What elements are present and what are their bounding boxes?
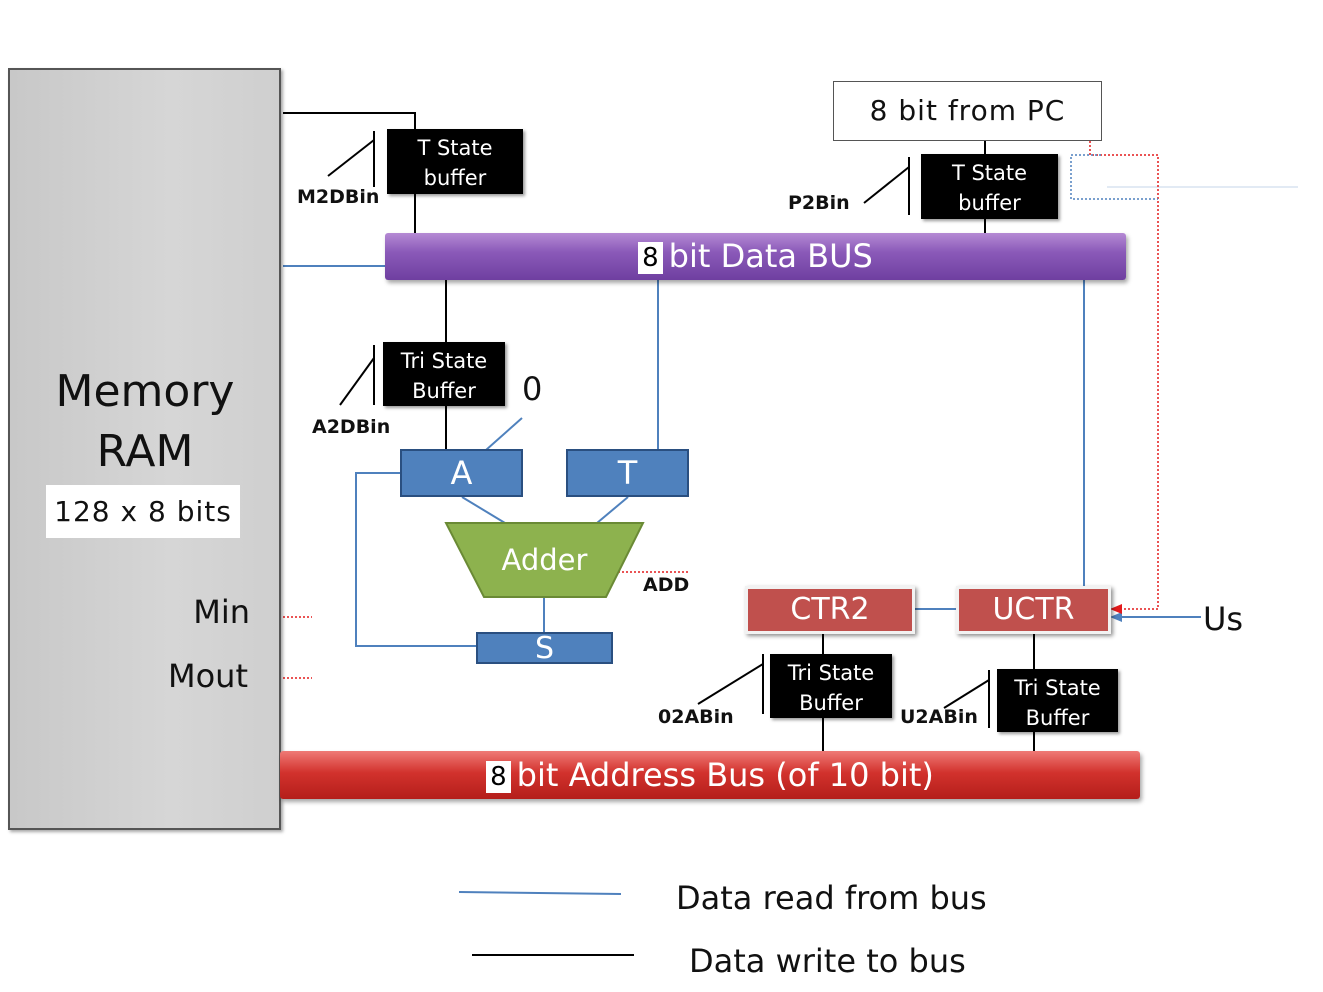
register-a: A	[400, 449, 523, 497]
p2b-buffer: T State buffer	[921, 154, 1058, 219]
register-s: S	[476, 632, 613, 664]
memory-mout-label: Mout	[167, 657, 248, 695]
adder-shape	[444, 522, 645, 598]
memory-ram-block	[8, 68, 281, 830]
u2abin-signal-label: U2ABin	[900, 706, 978, 728]
u2a-buffer: Tri State Buffer	[997, 669, 1118, 732]
data-bus-label: bit Data BUS	[668, 237, 873, 275]
a2dbin-signal-label: A2DBin	[312, 416, 391, 438]
register-t: T	[566, 449, 689, 497]
memory-size-label: 128 x 8 bits	[46, 485, 240, 538]
memory-title: Memory	[55, 366, 235, 417]
counter-ctr2: CTR2	[745, 586, 915, 634]
legend-read-label: Data read from bus	[676, 879, 987, 917]
memory-subtitle: RAM	[96, 426, 194, 477]
o2abin-signal-label: 02ABin	[658, 706, 734, 728]
pc-source-box: 8 bit from PC	[833, 81, 1102, 141]
us-signal-label: Us	[1203, 600, 1244, 638]
zero-input-label: 0	[522, 370, 543, 408]
data-bus-width: 8	[638, 242, 663, 274]
add-signal-label: ADD	[643, 574, 690, 596]
memory-min-label: Min	[193, 593, 250, 631]
a2d-buffer: Tri State Buffer	[383, 342, 505, 406]
counter-uctr: UCTR	[956, 586, 1111, 634]
m2dbin-signal-label: M2DBin	[297, 186, 380, 208]
adder-label: Adder	[501, 543, 588, 577]
address-bus-width: 8	[486, 761, 511, 793]
legend-write-label: Data write to bus	[689, 942, 966, 980]
address-bus-label: bit Address Bus (of 10 bit)	[516, 756, 934, 794]
m2d-buffer: T State buffer	[387, 129, 523, 194]
p2bin-signal-label: P2Bin	[788, 192, 850, 214]
o2a-buffer: Tri State Buffer	[770, 654, 892, 718]
